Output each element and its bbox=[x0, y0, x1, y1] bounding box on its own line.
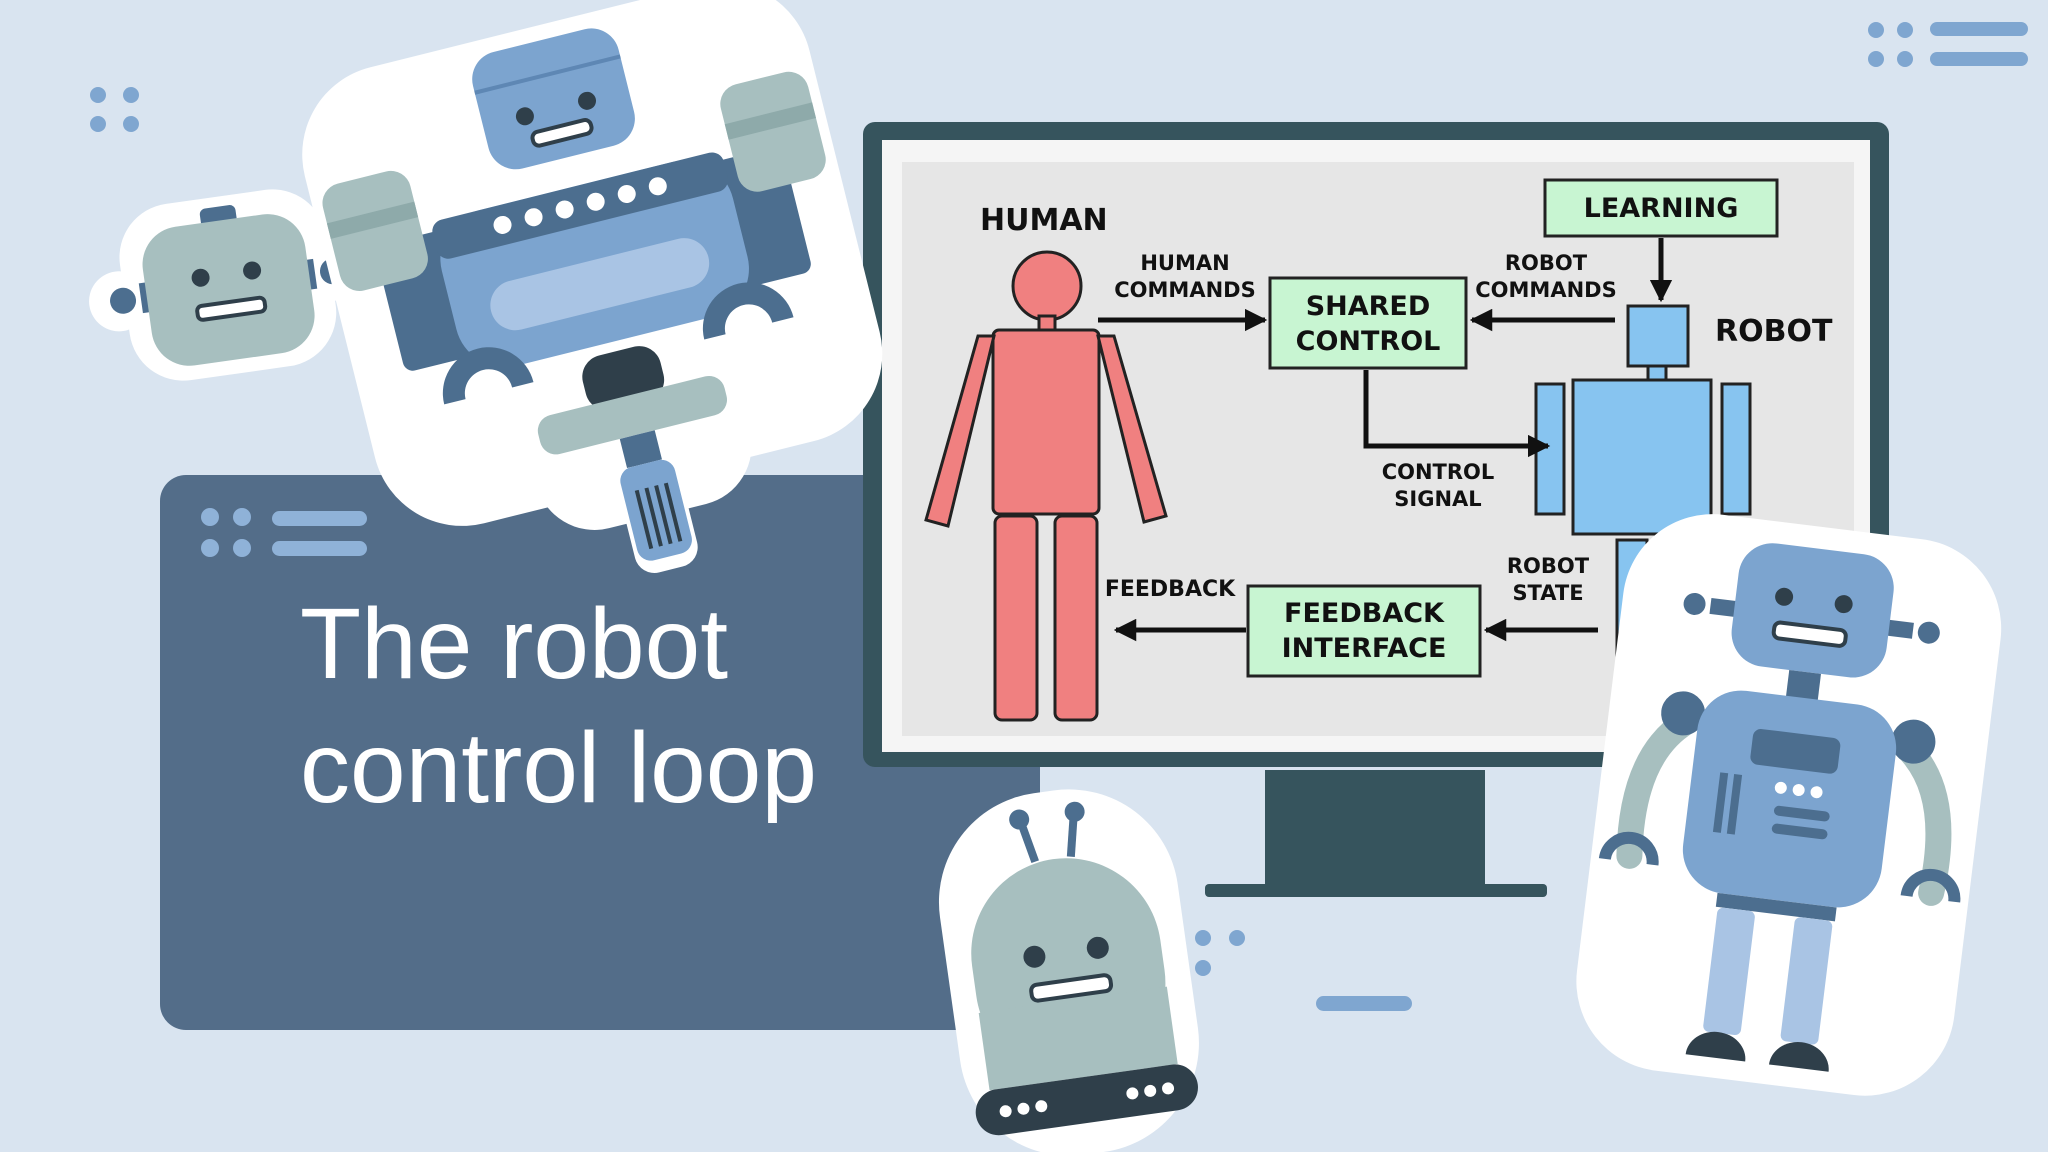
robot-body-icon bbox=[302, 0, 883, 573]
slide-title: The robot control loop bbox=[300, 582, 920, 830]
title-line-1: The robot bbox=[300, 588, 729, 700]
svg-text:FEEDBACK: FEEDBACK bbox=[1284, 598, 1445, 629]
robot-state-label-2: STATE bbox=[1512, 581, 1583, 605]
card-decoration bbox=[201, 508, 367, 557]
robot-label: ROBOT bbox=[1715, 314, 1833, 349]
diagram-arrows bbox=[1098, 238, 1673, 642]
robot-commands-label: ROBOT bbox=[1505, 251, 1588, 275]
robot-commands-label-2: COMMANDS bbox=[1475, 278, 1616, 302]
control-signal-label-2: SIGNAL bbox=[1394, 487, 1481, 511]
menu-lines-icon bbox=[272, 511, 367, 556]
title-line-2: control loop bbox=[300, 712, 817, 824]
feedback-interface-box: FEEDBACK INTERFACE bbox=[1246, 584, 1482, 678]
dot-grid-icon bbox=[1195, 930, 1245, 976]
menu-lines-icon bbox=[1930, 22, 2028, 66]
human-label: HUMAN bbox=[980, 203, 1108, 238]
human-figure bbox=[924, 250, 1168, 722]
dot-grid-icon bbox=[201, 508, 251, 557]
robot-body-icon bbox=[1576, 514, 2002, 1096]
learning-box: LEARNING bbox=[1543, 178, 1779, 238]
dot-grid-icon bbox=[90, 87, 139, 132]
shared-control-box: SHARED CONTROL bbox=[1268, 276, 1468, 370]
decorative-bar bbox=[1316, 996, 1412, 1011]
svg-text:LEARNING: LEARNING bbox=[1584, 193, 1739, 224]
robot-head-icon bbox=[938, 789, 1199, 1152]
robot-state-label: ROBOT bbox=[1507, 554, 1590, 578]
feedback-arrow-label: FEEDBACK bbox=[1105, 577, 1236, 602]
human-commands-label: HUMAN bbox=[1140, 251, 1229, 275]
svg-text:CONTROL: CONTROL bbox=[1296, 326, 1441, 357]
control-signal-label: CONTROL bbox=[1382, 460, 1495, 484]
dot-grid-icon bbox=[1868, 22, 1913, 67]
human-commands-label-2: COMMANDS bbox=[1114, 278, 1255, 302]
svg-text:INTERFACE: INTERFACE bbox=[1282, 633, 1447, 664]
svg-text:SHARED: SHARED bbox=[1306, 291, 1431, 322]
